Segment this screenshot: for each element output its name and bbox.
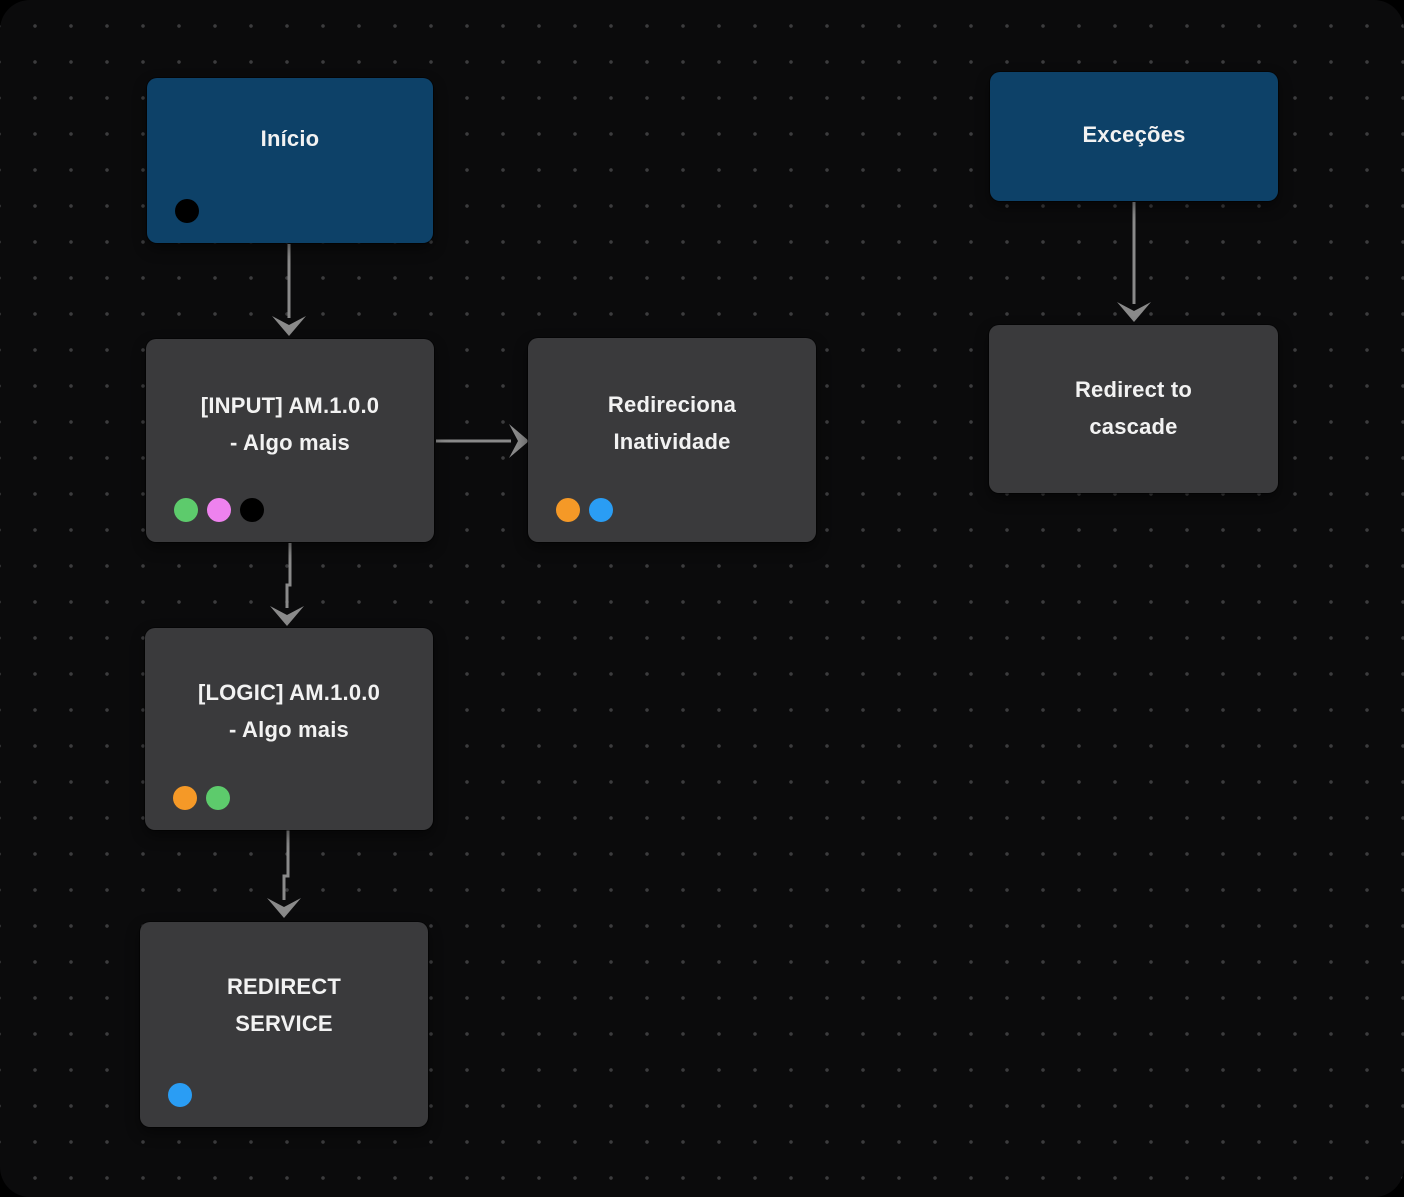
arrowhead-down-logic	[270, 606, 304, 626]
node-redireciona-inatividade-label: Redireciona Inatividade	[607, 392, 737, 454]
node-redirect-service-ports[interactable]	[168, 1083, 192, 1107]
port-dot[interactable]	[175, 199, 199, 223]
port-dot[interactable]	[206, 786, 230, 810]
port-dot[interactable]	[556, 498, 580, 522]
node-excecoes-label: Exceções	[1082, 122, 1186, 147]
node-redireciona-inatividade[interactable]: Redireciona Inatividade	[528, 338, 816, 542]
node-input-am[interactable]: [INPUT] AM.1.0.0 - Algo mais	[146, 339, 434, 542]
port-dot[interactable]	[589, 498, 613, 522]
port-dot[interactable]	[207, 498, 231, 522]
node-logic-am-label: [LOGIC] AM.1.0.0 - Algo mais	[197, 680, 381, 742]
node-input-am-label: [INPUT] AM.1.0.0 - Algo mais	[200, 393, 380, 455]
node-excecoes[interactable]: Exceções	[990, 72, 1278, 201]
port-dot[interactable]	[168, 1083, 192, 1107]
port-dot[interactable]	[174, 498, 198, 522]
connector-input-logic	[285, 543, 292, 608]
arrowhead-right-redireciona	[509, 424, 529, 458]
node-logic-am[interactable]: [LOGIC] AM.1.0.0 - Algo mais	[145, 628, 433, 830]
arrowhead-down-cascade	[1117, 302, 1151, 322]
node-inicio[interactable]: Início	[147, 78, 433, 243]
connector-logic-redirect	[282, 830, 290, 900]
node-input-am-ports[interactable]	[174, 498, 264, 522]
node-redirect-service-label: REDIRECT SERVICE	[226, 974, 342, 1036]
arrowhead-down-input	[272, 316, 306, 336]
node-redirect-to-cascade[interactable]: Redirect to cascade	[989, 325, 1278, 493]
port-dot[interactable]	[240, 498, 264, 522]
node-redirect-service[interactable]: REDIRECT SERVICE	[140, 922, 428, 1127]
node-inicio-ports[interactable]	[175, 199, 199, 223]
node-inicio-label: Início	[260, 126, 320, 151]
node-redireciona-inatividade-ports[interactable]	[556, 498, 613, 522]
port-dot[interactable]	[173, 786, 197, 810]
node-redirect-to-cascade-label: Redirect to cascade	[1074, 377, 1193, 439]
node-logic-am-ports[interactable]	[173, 786, 230, 810]
arrowhead-down-redirect	[267, 898, 301, 918]
